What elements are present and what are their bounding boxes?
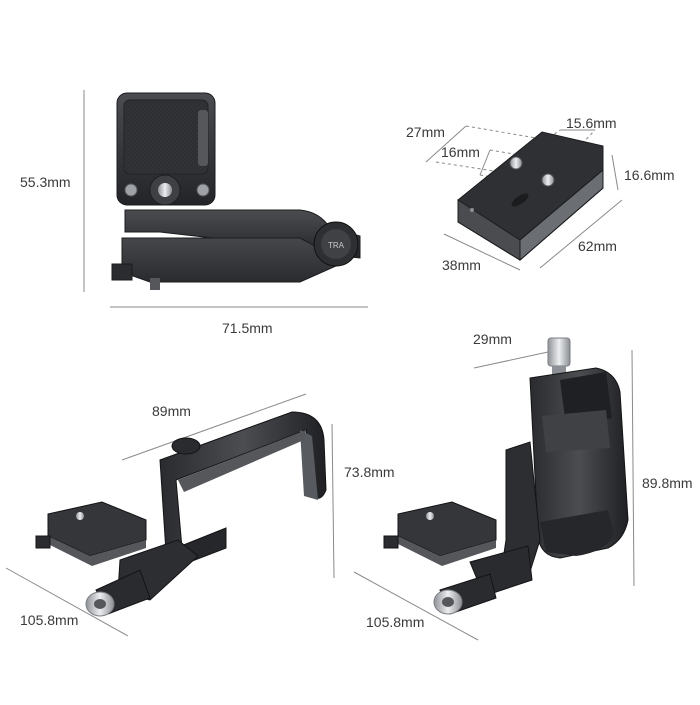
locking-knob-face [321,229,351,259]
base-latch [35,535,51,549]
figure-top-left: 55.3mm TRA 71.5mm [20,90,368,336]
top-label: 29mm [473,331,512,347]
height-label: 89.8mm [642,475,693,491]
mount-screw-icon [541,173,555,187]
release-plate-edge [519,168,604,262]
clamp-base [121,237,347,283]
length-dimension-line [353,571,479,641]
clamp-back-knob [171,437,201,455]
figure-top-right: 27mm 16mm 15.6mm 16.6mm 38mm 62mm [406,115,675,273]
plate-width-label: 38mm [442,257,481,273]
figure-bottom-left: 89mm 73.8mm 105.8mm [5,393,395,637]
clamp-width-label: 89mm [152,403,191,419]
screw-icon [124,183,138,197]
base-pin [150,278,160,290]
top-depth-label: 27mm [406,124,445,140]
top-dimension-line [473,351,549,369]
clamp-jaw-right [300,430,318,500]
base-screw-icon [426,512,434,520]
clamp-inner-face [542,410,610,452]
slot-dimension-line [479,149,491,176]
mount-slot [511,193,529,207]
mount-screw-icon [509,156,523,170]
height-dimension-line [631,349,635,587]
width-dimension-line [443,233,521,271]
top-depth-dimension-line [425,125,467,163]
knob-text: TRA [328,241,345,250]
plate-texture [123,99,209,175]
clamp-jaw-inner [178,430,306,492]
height-label: 73.8mm [344,464,395,480]
base-screw-icon [76,512,84,520]
clamp-width-dimension-line [121,393,307,461]
top-screw-icon [547,337,571,367]
thickness-label: 16.6mm [624,167,675,183]
screw-spacing-label: 15.6mm [566,115,617,131]
slot-label: 16mm [441,144,480,160]
clamp-bottom-jaw [540,510,614,556]
pivot-screw-icon [158,183,172,197]
length-dimension-line [539,199,623,269]
height-dimension-line [331,423,335,579]
thickness-dimension-line [611,154,619,191]
plate-length-label: 62mm [578,238,617,254]
plate-rail [198,110,208,166]
length-label: 105.8mm [20,612,78,628]
screw-icon [196,183,210,197]
height-label: 55.3mm [20,174,71,190]
figure-bottom-right: 29mm 89.8mm 105.8mm [353,331,693,641]
base-latch [383,535,399,549]
base-latch [111,263,133,281]
plate-pin [470,208,474,212]
length-label: 105.8mm [366,614,424,630]
length-dimension-line [5,567,129,637]
width-label: 71.5mm [222,320,273,336]
